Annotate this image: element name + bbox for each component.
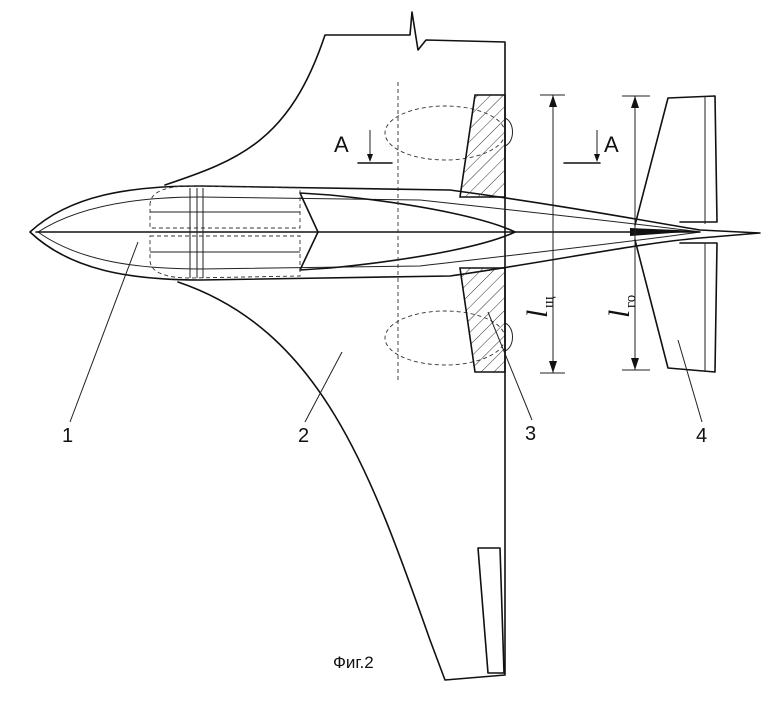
internal-bay-upper [149, 185, 301, 229]
nozzle-lower [504, 322, 513, 352]
section-label-left: A [334, 132, 349, 157]
flap-lower [459, 267, 506, 373]
canopy [299, 192, 516, 271]
leader-1 [69, 241, 139, 423]
figure-caption: Фиг.2 [333, 653, 374, 672]
section-label-right: A [604, 132, 619, 157]
label-stabilizer: 4 [696, 425, 707, 447]
fuselage-inner [37, 196, 701, 270]
dim-flap-subscript: щ [541, 296, 557, 308]
leader-4 [677, 339, 703, 423]
dim-flap-label: l щ [521, 296, 557, 318]
dim-flap-arrow-top [549, 95, 557, 107]
dim-stab-arrow-top [631, 96, 639, 108]
label-wing: 2 [298, 425, 309, 447]
fuselage-outline [29, 185, 761, 281]
wing-outline [164, 11, 506, 681]
tail-junction [630, 228, 700, 236]
dim-flap-symbol: l [521, 310, 554, 318]
leader-2 [304, 351, 343, 423]
dim-stab-symbol: l [603, 310, 636, 318]
dim-stab-label: l го [603, 295, 639, 318]
flap-upper [459, 94, 506, 198]
section-arrowhead-left [367, 154, 373, 162]
dim-stab-subscript: го [623, 295, 639, 308]
label-flap: 3 [525, 423, 536, 445]
dim-stab-arrow-bottom [631, 358, 639, 370]
leader-3 [487, 311, 533, 421]
label-fuselage: 1 [62, 425, 73, 447]
nozzle-upper [504, 117, 513, 147]
dim-flap-arrow-bottom [549, 361, 557, 373]
internal-bay-lower [149, 235, 301, 279]
aileron [477, 547, 505, 674]
section-arrowhead-right [594, 154, 600, 162]
